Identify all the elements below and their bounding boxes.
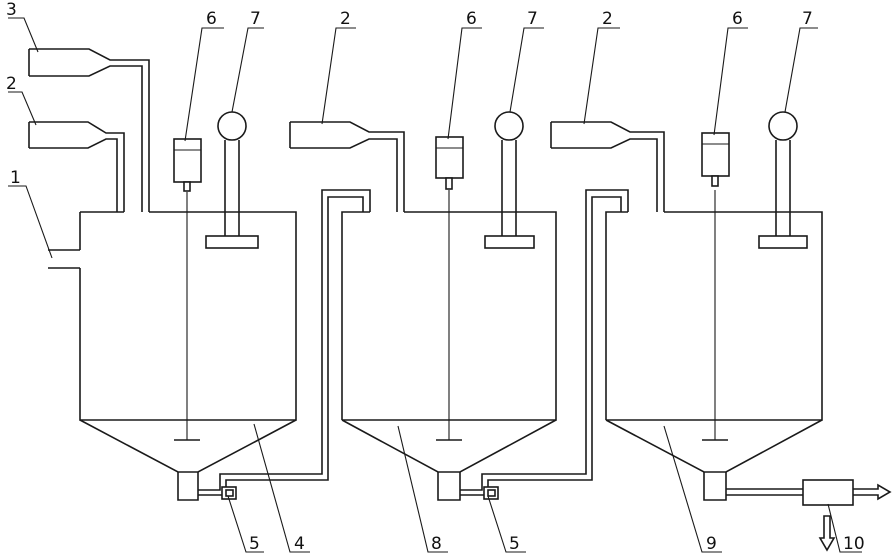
label-6-tank-3: 6 <box>732 9 743 29</box>
tank-3-dosing-vessel <box>701 132 730 177</box>
tank-2-probe-rod <box>501 140 517 236</box>
tank-3-probe-plate <box>758 235 808 249</box>
tank-3-cone <box>605 419 823 473</box>
label-7-tank-1: 7 <box>250 9 261 29</box>
supply-vessel-2c <box>550 121 665 212</box>
label-3: 3 <box>6 0 17 20</box>
tank-1-dosing-valve <box>183 181 191 192</box>
tank-2-dosing-vessel <box>435 136 464 179</box>
tank-1-cone <box>79 419 297 473</box>
tank-1-dosing-vessel <box>173 138 202 183</box>
label-5-right: 5 <box>509 534 520 554</box>
tank-3-probe-rod <box>775 140 791 236</box>
output-arrow-right <box>853 483 892 501</box>
tank-2-outlet <box>437 472 461 501</box>
label-10: 10 <box>843 534 865 554</box>
output-pipe <box>726 488 803 496</box>
supply-vessel-2a <box>28 121 125 212</box>
tank-2-dosing-valve <box>445 177 453 190</box>
output-section <box>726 479 892 552</box>
tank-1-probe-plate <box>205 235 259 249</box>
label-2-tank-2: 2 <box>340 9 351 29</box>
transfer-line-2 <box>460 189 629 500</box>
tank-1 <box>48 111 297 501</box>
tank-3-probe-head <box>768 111 798 141</box>
tank-1-probe-head <box>217 111 247 141</box>
tank-3-dosing-valve <box>711 175 719 187</box>
tank-1-outlet <box>177 472 199 501</box>
tank-1-body <box>79 211 297 421</box>
label-1: 1 <box>10 168 21 188</box>
tank-1-probe-rod <box>224 140 240 236</box>
tank-2 <box>289 111 557 501</box>
leader-lines <box>8 17 862 553</box>
transfer-line-1 <box>198 189 371 500</box>
labels: 3 2 1 6 7 2 6 7 2 6 7 5 4 8 5 9 10 <box>6 0 865 554</box>
filter-unit-10 <box>802 479 854 506</box>
tank-2-cone <box>341 419 557 473</box>
output-arrow-down <box>818 515 836 552</box>
label-2-left: 2 <box>6 74 17 94</box>
supply-vessels-tank-1 <box>28 48 150 212</box>
label-7-tank-2: 7 <box>527 9 538 29</box>
label-6-tank-1: 6 <box>206 9 217 29</box>
label-4: 4 <box>294 534 305 554</box>
label-5-left: 5 <box>249 534 260 554</box>
tank-2-probe-plate <box>484 235 535 249</box>
tank-3 <box>550 111 823 501</box>
supply-vessel-3 <box>28 48 150 212</box>
label-6-tank-2: 6 <box>466 9 477 29</box>
tank-3-outlet <box>703 472 727 501</box>
supply-vessel-2b <box>289 121 405 212</box>
label-7-tank-3: 7 <box>802 9 813 29</box>
label-2-tank-3: 2 <box>602 9 613 29</box>
tank-2-probe-head <box>494 111 524 141</box>
label-8: 8 <box>431 534 442 554</box>
inlet-pipe-1 <box>48 249 80 269</box>
label-9: 9 <box>706 534 717 554</box>
